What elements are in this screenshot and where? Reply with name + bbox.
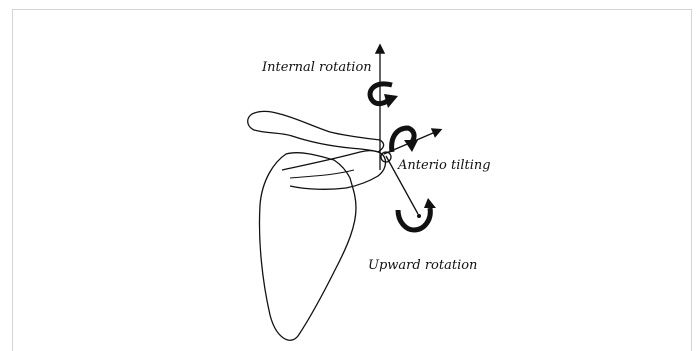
internal-rotation-arrow: [370, 84, 398, 108]
scapular-spine: [282, 151, 385, 190]
upward-rotation-label: Upward rotation: [368, 258, 477, 273]
clavicle: [248, 111, 384, 152]
spine-inner-line: [290, 170, 354, 178]
scapula-body: [259, 153, 356, 341]
internal-rotation-label: Internal rotation: [262, 60, 372, 75]
upward-rotation-arrow: [398, 198, 436, 230]
anterior-tilting-label: Anterio tilting: [398, 158, 491, 173]
upward-rotation-axis-end: [417, 214, 421, 218]
